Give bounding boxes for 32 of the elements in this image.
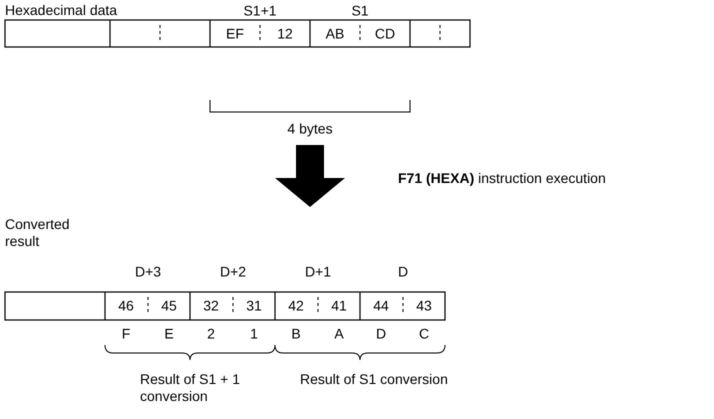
ascii-code: 32: [203, 298, 219, 314]
address-label: D+3: [134, 264, 162, 280]
address-label: D+1: [304, 264, 332, 280]
ascii-code: 46: [118, 298, 134, 314]
hex-value: AB: [326, 26, 344, 42]
ascii-code: 43: [416, 298, 432, 314]
instruction-label: F71 (HEXA) instruction execution: [398, 170, 606, 187]
character-label: 1: [250, 326, 258, 342]
section-label: Hexadecimal data: [5, 2, 118, 19]
hex-value: EF: [226, 26, 244, 42]
ascii-code: 31: [246, 298, 262, 314]
address-label: D: [398, 264, 408, 280]
character-label: 2: [207, 326, 215, 342]
address-label: S1: [351, 2, 369, 20]
ascii-code: 45: [161, 298, 177, 314]
hex-value: CD: [374, 26, 396, 42]
ascii-code: 42: [288, 298, 304, 314]
ascii-code: 44: [373, 298, 389, 314]
section-label: Converted result: [5, 216, 71, 250]
character-label: E: [164, 326, 174, 342]
ascii-code: 41: [331, 298, 347, 314]
result-note: Result of S1 conversion: [300, 371, 448, 388]
character-label: C: [418, 326, 430, 342]
byte-count-label: 4 bytes: [287, 120, 333, 138]
character-label: F: [122, 326, 130, 342]
character-label: B: [291, 326, 301, 342]
address-label: S1+1: [243, 2, 277, 20]
character-label: A: [334, 326, 344, 342]
hex-value: 12: [277, 26, 293, 42]
address-label: D+2: [220, 264, 246, 280]
character-label: D: [376, 326, 386, 342]
result-note: Result of S1 + 1 conversion: [140, 371, 242, 405]
